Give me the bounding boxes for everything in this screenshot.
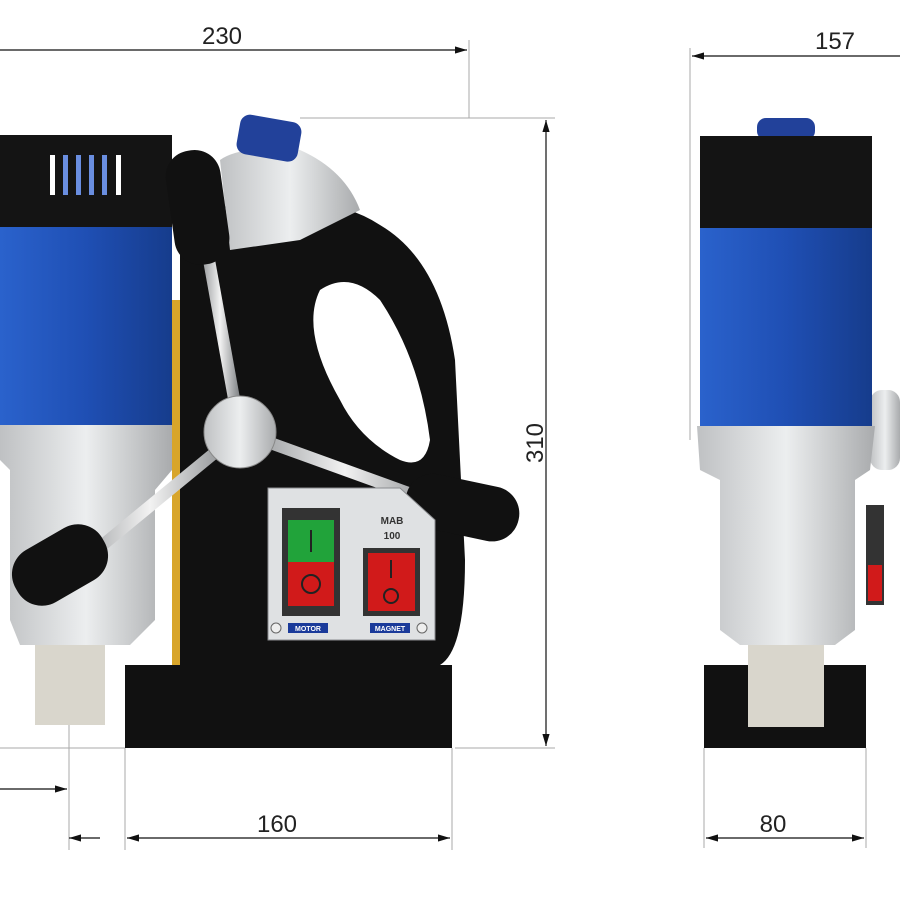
front-handle-hub bbox=[870, 390, 900, 470]
top-housing bbox=[220, 148, 360, 250]
coolant-cap bbox=[236, 114, 302, 162]
magnet-base bbox=[125, 665, 452, 748]
front-switch bbox=[868, 565, 882, 601]
dimension-front-157: 157 bbox=[815, 28, 855, 55]
dimension-lines bbox=[0, 46, 900, 842]
vent-slots bbox=[50, 155, 121, 195]
motor-label: MOTOR bbox=[295, 626, 321, 633]
control-panel: MAB 100 MOTOR MAGNET bbox=[267, 487, 436, 641]
magnet-label: MAGNET bbox=[375, 626, 406, 633]
arbor-chuck bbox=[35, 645, 105, 725]
front-motor-top bbox=[700, 136, 872, 228]
front-view bbox=[697, 118, 900, 748]
motor-housing bbox=[0, 227, 172, 425]
dimension-front-base-80: 80 bbox=[760, 811, 787, 838]
dimension-width-230: 230 bbox=[202, 23, 242, 50]
model-brand: MAB bbox=[381, 516, 404, 527]
side-view: MAB 100 MOTOR MAGNET bbox=[0, 114, 520, 748]
dimension-height-310: 310 bbox=[522, 423, 549, 463]
model-number: 100 bbox=[384, 531, 401, 542]
motor-top bbox=[0, 135, 172, 227]
front-coolant-cap bbox=[757, 118, 815, 140]
front-arbor bbox=[748, 645, 824, 727]
dimension-base-160: 160 bbox=[257, 811, 297, 838]
front-gearbox bbox=[697, 426, 875, 645]
motor-off-switch[interactable] bbox=[288, 562, 334, 606]
handle-opening bbox=[313, 282, 430, 463]
extension-lines bbox=[0, 40, 867, 850]
front-motor-housing bbox=[700, 228, 872, 426]
